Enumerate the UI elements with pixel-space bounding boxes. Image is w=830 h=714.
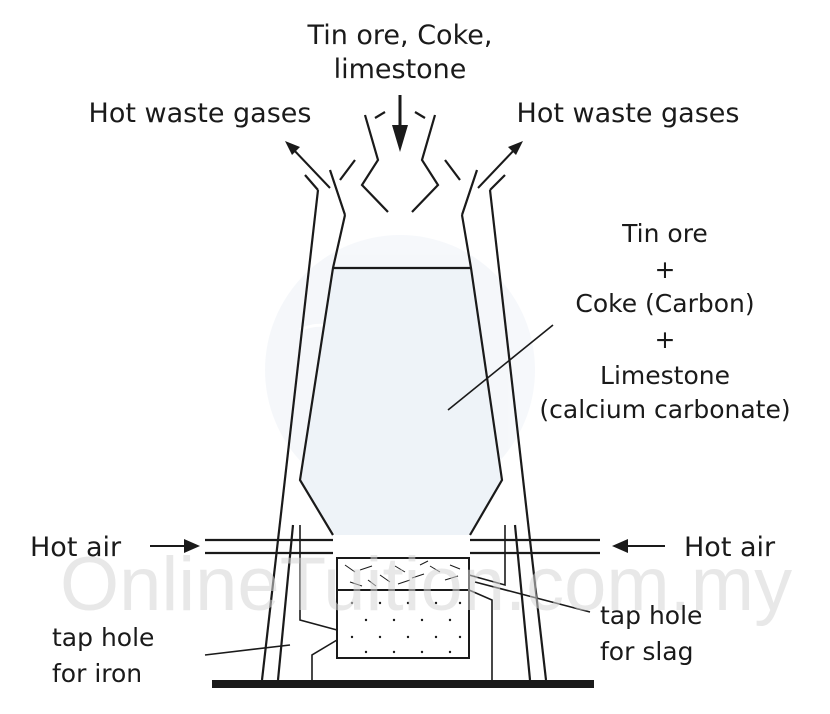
furnace-base <box>212 680 594 688</box>
tap-slag-pointer-line <box>474 581 591 613</box>
label-waste-right: Hot waste gases <box>517 98 740 129</box>
hot-air-arrow-right-icon <box>612 539 665 553</box>
label-waste-left: Hot waste gases <box>89 98 312 129</box>
label-charge-plus1: + <box>655 255 676 284</box>
furnace-right-chimney <box>460 169 506 216</box>
label-hot-air-right: Hot air <box>684 532 776 563</box>
furnace-left-wall <box>260 189 320 681</box>
feed-arrow-icon <box>392 95 408 152</box>
furnace-right-inner-wall <box>460 214 504 536</box>
tap-hole-slag-channel <box>468 525 506 680</box>
hopper-right-outer <box>414 111 461 181</box>
hopper-left <box>360 114 389 213</box>
furnace-left-chimney <box>304 169 347 216</box>
label-charge-3: Limestone <box>600 361 730 390</box>
furnace-right-leg <box>513 524 532 681</box>
furnace-left-leg <box>276 524 295 681</box>
label-feed-line2: limestone <box>334 54 467 85</box>
charge-pointer-line <box>447 324 554 411</box>
tap-iron-pointer-line <box>204 644 291 656</box>
watermark-text: OnlineTuition.com.my <box>60 542 792 627</box>
label-charge-plus2: + <box>655 325 676 354</box>
label-charge-2: Coke (Carbon) <box>575 289 754 318</box>
waste-gas-arrow-right-icon <box>477 141 523 189</box>
label-tap-iron-1: tap hole <box>52 623 154 652</box>
hot-air-pipe-right <box>470 538 600 555</box>
label-tap-slag-1: tap hole <box>600 601 702 630</box>
hopper-left-outer <box>339 111 386 181</box>
slag-texture <box>344 560 461 587</box>
furnace-left-inner-wall <box>298 214 347 536</box>
hopper-right <box>411 114 440 213</box>
label-feed-line1: Tin ore, Coke, <box>307 20 493 51</box>
label-tap-iron-2: for iron <box>52 659 142 688</box>
tap-hole-iron-channel <box>299 525 338 680</box>
molten-iron-dots <box>350 601 462 654</box>
waste-gas-arrow-left-icon <box>285 141 331 189</box>
hot-air-pipe-left <box>205 538 333 555</box>
furnace-charge-fill <box>300 268 502 535</box>
molten-iron-layer <box>336 589 470 659</box>
label-hot-air-left: Hot air <box>30 532 122 563</box>
label-tap-slag-2: for slag <box>600 637 693 666</box>
hot-air-arrow-left-icon <box>150 539 200 553</box>
label-charge-4: (calcium carbonate) <box>539 395 790 424</box>
label-charge-1: Tin ore <box>621 219 708 248</box>
